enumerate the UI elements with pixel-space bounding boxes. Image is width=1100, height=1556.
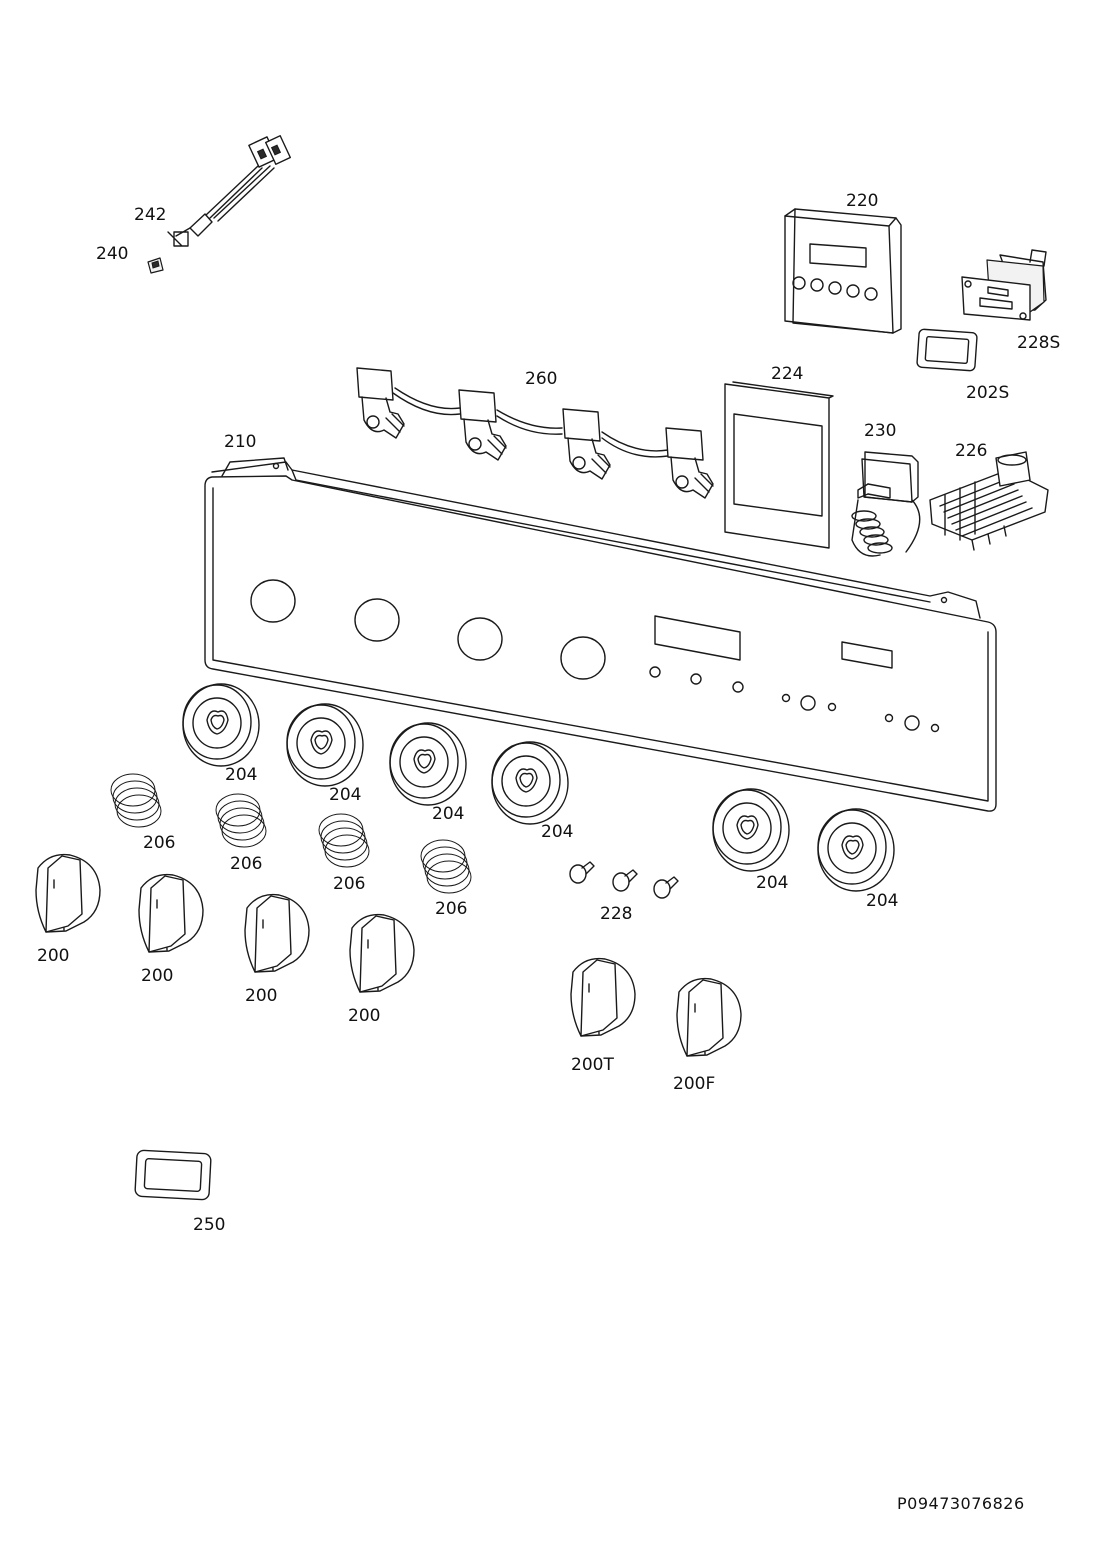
bezel-204-5 [712, 788, 790, 872]
label-204-2: 204 [329, 785, 361, 805]
bezel-204-4 [491, 741, 569, 825]
bezel-204-2 [286, 703, 364, 787]
label-240: 240 [96, 244, 128, 264]
spring-206-1 [110, 773, 162, 828]
push-buttons-228 [569, 861, 679, 899]
label-200-2: 200 [141, 966, 173, 986]
ignition-harness-260 [356, 367, 714, 499]
label-206-1: 206 [143, 833, 175, 853]
label-200T: 200T [571, 1055, 614, 1075]
label-204-1: 204 [225, 765, 257, 785]
timer-module-220 [784, 208, 902, 334]
label-204-3: 204 [432, 804, 464, 824]
document-number: P09473076826 [897, 1494, 1025, 1513]
knob-200-4 [349, 913, 415, 993]
knob-200-3 [244, 893, 310, 973]
label-250: 250 [193, 1215, 225, 1235]
label-226: 226 [955, 441, 987, 461]
label-242: 242 [134, 205, 166, 225]
knob-200F [676, 977, 742, 1057]
knob-200-2 [138, 873, 204, 953]
frame-202S [916, 328, 978, 372]
cable-harness-242 [167, 135, 292, 247]
label-224: 224 [771, 364, 803, 384]
label-230: 230 [864, 421, 896, 441]
label-206-3: 206 [333, 874, 365, 894]
label-200-3: 200 [245, 986, 277, 1006]
thermostat-230 [851, 451, 921, 557]
label-206-4: 206 [435, 899, 467, 919]
function-switch-226 [929, 451, 1049, 551]
label-202S: 202S [966, 383, 1009, 403]
cover-plate-224 [724, 381, 834, 549]
label-206-2: 206 [230, 854, 262, 874]
label-220: 220 [846, 191, 878, 211]
label-200-1: 200 [37, 946, 69, 966]
label-200F: 200F [673, 1074, 715, 1094]
clip-240 [147, 257, 164, 274]
knob-200-1 [35, 853, 101, 933]
knob-200T [570, 957, 636, 1037]
label-204-6: 204 [866, 891, 898, 911]
label-200-4: 200 [348, 1006, 380, 1026]
bezel-204-6 [817, 808, 895, 892]
spring-206-3 [318, 813, 370, 868]
label-210: 210 [224, 432, 256, 452]
label-204-5: 204 [756, 873, 788, 893]
spring-206-4 [420, 839, 472, 894]
control-panel-210 [204, 457, 997, 812]
bezel-204-1 [182, 683, 260, 767]
label-228: 228 [600, 904, 632, 924]
label-260: 260 [525, 369, 557, 389]
label-204-4: 204 [541, 822, 573, 842]
spring-206-2 [215, 793, 267, 848]
frame-250 [134, 1149, 212, 1201]
label-228S: 228S [1017, 333, 1060, 353]
bezel-204-3 [389, 722, 467, 806]
selector-switch-228S [961, 249, 1047, 321]
